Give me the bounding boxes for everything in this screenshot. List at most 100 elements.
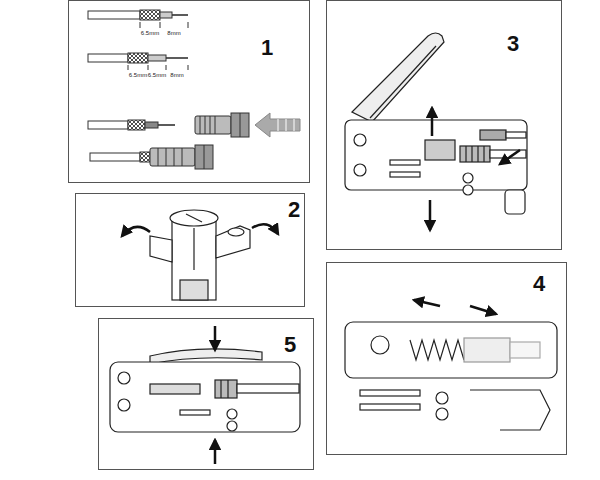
cable-and-connector [128,120,145,130]
crimp-tool-open [471,146,472,162]
folded-cable [88,53,188,70]
tool-closeup [510,342,540,358]
crimp-tool-closed [180,410,210,415]
turn-arrow [122,227,150,236]
motion-arrow [430,108,520,230]
crimp-tool-open [490,150,526,158]
tool-closeup [360,404,420,410]
dimension-label: 6.5mm [148,72,166,78]
folded-cable [128,53,148,63]
crimp-tool-open [483,146,484,162]
turn-arrow [122,224,278,236]
tool-head [180,280,208,300]
turn-arrow [252,224,278,234]
assembled-connector [174,148,175,166]
step-panel: 1 [68,0,310,183]
tool-closeup [410,340,464,360]
cable-and-connector [205,116,206,134]
folded-cable [148,55,166,61]
folded-cable [188,65,189,70]
step-number: 5 [284,334,296,356]
assembled-connector [158,148,159,166]
dimension-label: 6.5mm [129,72,147,78]
dimension-label: 6.5mm [141,30,159,36]
motion-arrow [431,108,434,136]
tool-closeup [345,322,557,430]
crimp-tool-open [425,140,455,160]
crimp-tool-open [465,146,466,162]
tool-closeup [464,338,510,362]
stripped-cable [88,10,188,28]
stripped-cable [88,11,140,19]
crimp-tool-open [370,46,436,118]
crimp-tool-closed [237,384,299,393]
cable-and-connector [255,113,300,137]
dimension-label: 8mm [170,72,183,78]
press-arrow [214,440,217,464]
crimp-tool-open [463,173,473,183]
cable-and-connector [158,124,175,126]
stripped-cable [172,14,188,16]
crimp-tool-closed [118,372,130,384]
motion-arrow [429,200,432,230]
step-panel: 4 [326,262,567,455]
tool-closeup [470,390,550,430]
tool-head [170,210,218,226]
tool-closeup [360,390,420,396]
tool-head [172,218,216,300]
cable-and-connector [215,116,216,134]
tool-closeup [436,392,448,404]
folded-cable [166,57,188,59]
crimp-tool-open [352,33,444,122]
crimp-tool-closed [220,380,221,398]
step-panel: 2 [75,193,305,307]
tool-head [186,214,202,222]
crimp-tool-open [345,120,527,190]
tool-head [150,210,250,300]
assembled-connector [166,148,167,166]
step-panel: 5 [98,318,314,470]
cable-and-connector [210,116,211,134]
motion-arrow [414,300,440,306]
crimp-tool-open [463,185,473,195]
crimp-tool-open [354,164,366,176]
crimp-tool-open [354,134,366,146]
crimp-tool-open [505,190,525,214]
crimp-tool-open [460,146,490,162]
motion-arrow [470,306,496,314]
step-panel: 3 [326,0,562,250]
tool-head [193,228,194,270]
folded-cable [128,65,129,70]
tool-head [228,228,244,236]
cable-and-connector [88,121,128,129]
cable-and-connector [200,116,201,134]
crimp-tool-open [480,130,506,140]
stripped-cable [140,10,160,20]
crimp-tool-open [506,132,526,138]
folded-cable [166,65,167,70]
step-number: 2 [288,199,300,221]
crimp-tool-closed [110,362,300,432]
assembled-connector [140,152,150,162]
press-arrow [214,326,217,464]
stripped-cable [188,22,189,28]
tool-closeup [436,408,448,420]
cable-and-connector [231,113,249,137]
press-arrow [214,326,217,350]
stripped-cable [140,22,141,28]
step-number: 1 [261,37,273,59]
dimension-label: 8mm [167,30,180,36]
crimp-tool-closed [227,421,237,431]
cable-and-connector [145,122,158,128]
cable-and-connector [286,119,287,131]
crimp-tool-open [345,33,527,214]
cable-and-connector [195,116,231,134]
assembled-connector [195,145,213,169]
tool-head [150,236,172,262]
stripped-cable [160,12,172,18]
assembled-connector [150,148,195,166]
step-number: 4 [533,273,545,295]
crimp-tool-closed [215,380,237,398]
